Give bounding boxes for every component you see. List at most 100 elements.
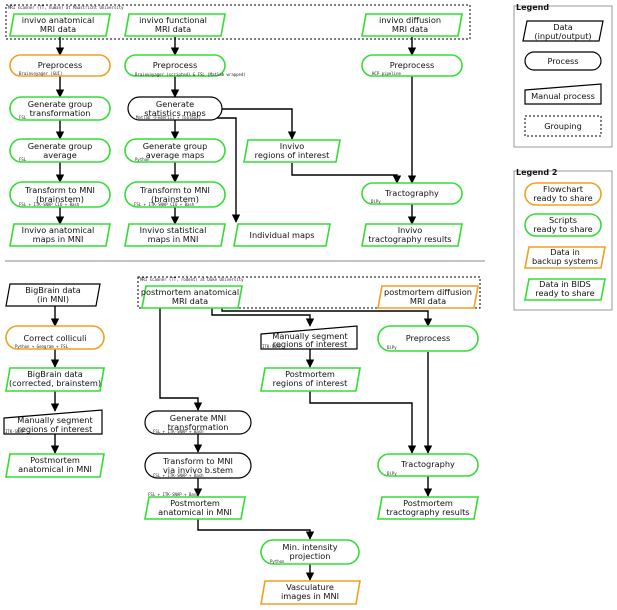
node-label: invivo diffusion bbox=[379, 15, 441, 25]
tool-note: Python + Geogram + FSL bbox=[15, 344, 69, 349]
node-label: MRI data bbox=[155, 24, 191, 34]
node-min-intensity-projection: Min. intensity projection Python bbox=[260, 539, 360, 565]
node-label: Postmortem bbox=[403, 498, 453, 508]
node-label: (brainstem) bbox=[151, 194, 199, 204]
node-label: Correct colliculi bbox=[23, 333, 86, 343]
node-generate-group-average: Generate group average FSL bbox=[9, 138, 111, 163]
legend2-panel: Legend 2 Flowchart ready to share Script… bbox=[513, 168, 613, 311]
node-label: transformation bbox=[30, 108, 91, 118]
legend-grouping-shape: Grouping bbox=[524, 115, 602, 137]
node-label: Invivo bbox=[398, 225, 423, 235]
legend2-bids: Data in BIDS ready to share bbox=[524, 278, 606, 301]
node-correct-colliculi: Correct colliculi Python + Geogram + FSL bbox=[5, 325, 105, 350]
node-label: Transform to MNI bbox=[139, 185, 210, 195]
grouping-note-postmortem: MRI scanner (7T, rodent) at Duke Univers… bbox=[140, 277, 244, 282]
node-invivo-diffusion-data: invivo diffusion MRI data bbox=[361, 13, 463, 37]
tool-note: Python bbox=[135, 157, 150, 162]
node-label: Generate group bbox=[28, 99, 93, 109]
node-label: average bbox=[43, 150, 77, 160]
node-label: Preprocess bbox=[153, 60, 197, 70]
legend-label: ready to share bbox=[535, 288, 594, 298]
tool-note: FSL + ITK-SNAP CIO + Bash bbox=[134, 202, 195, 207]
legend-label: Process bbox=[547, 56, 578, 66]
node-label: invivo functional bbox=[139, 15, 207, 25]
node-label: Invivo statistical bbox=[140, 225, 207, 235]
node-preprocess-diffusion: Preprocess HCP pipeline bbox=[361, 54, 463, 77]
edge bbox=[309, 391, 417, 454]
node-invivo-regions-of-interest: Invivo regions of interest bbox=[243, 139, 341, 163]
node-label: tractography results bbox=[368, 234, 451, 244]
edge bbox=[291, 163, 402, 184]
node-label: Postmortem bbox=[285, 369, 335, 379]
tool-note: FSL + ITK-SNAP + Bash bbox=[153, 429, 204, 434]
node-tractography-invivo: Tractography DiPy bbox=[361, 182, 463, 205]
grouping-box-postmortem bbox=[137, 276, 481, 309]
edge bbox=[197, 519, 315, 540]
node-label: average maps bbox=[146, 150, 205, 160]
tool-note: ITK-SNAP bbox=[262, 344, 282, 349]
tool-note: Brainvoyager (GUI) bbox=[19, 71, 62, 76]
grouping-box-invivo bbox=[5, 4, 471, 40]
node-generate-group-transformation: Generate group transformation FSL bbox=[9, 96, 111, 121]
node-tractography-postmortem: Tractography DiPy bbox=[377, 453, 479, 477]
node-postmortem-anatomical-data: postmortem anatomical MRI data bbox=[141, 285, 243, 309]
tool-note: DiPy bbox=[387, 471, 397, 476]
grouping-note-invivo: MRI scanner (7T, human) at Maastricht Un… bbox=[8, 5, 124, 10]
legend-panel: Legend Data (input/output) Process Manua… bbox=[513, 3, 613, 148]
node-label: tractography results bbox=[386, 507, 469, 517]
legend-manual-shape: Manual process bbox=[524, 83, 602, 105]
edges bbox=[50, 37, 433, 581]
edge bbox=[221, 308, 433, 327]
node-label: Generate group bbox=[28, 141, 93, 151]
tool-note: FSL bbox=[19, 115, 27, 120]
node-label: Postmortem bbox=[170, 498, 220, 508]
edge bbox=[211, 308, 315, 327]
legend2-backup: Data in backup systems bbox=[524, 246, 606, 269]
node-invivo-anatomical-maps-mni: Invivo anatomical maps in MNI bbox=[9, 223, 111, 247]
node-invivo-tractography-results: Invivo tractography results bbox=[361, 223, 463, 247]
legend-label: Data bbox=[553, 22, 573, 32]
node-transform-mni-postmortem: Transform to MNI via invivo b.stem FSL +… bbox=[144, 452, 252, 479]
node-label: Transform to MNI bbox=[162, 456, 233, 466]
legend-label: Data in BIDS bbox=[539, 279, 591, 289]
legend-label: ready to share bbox=[533, 193, 592, 203]
node-label: MRI data bbox=[172, 296, 208, 306]
node-label: postmortem diffusion bbox=[384, 287, 472, 297]
legend-process-shape: Process bbox=[524, 51, 602, 71]
node-label: transformation bbox=[168, 422, 229, 432]
node-label: anatomical in MNI bbox=[18, 464, 92, 474]
edge bbox=[222, 108, 297, 140]
legend-label: Flowchart bbox=[543, 184, 584, 194]
legend-label: Manual process bbox=[531, 91, 595, 101]
legend-label: (input/output) bbox=[534, 31, 591, 41]
node-label: regions of interest bbox=[18, 424, 93, 434]
node-generate-statistics-maps: Generate statistics maps Matlab (Federic… bbox=[127, 96, 223, 121]
node-invivo-functional-data: invivo functional MRI data bbox=[124, 13, 226, 37]
node-label: regions of interest bbox=[273, 339, 348, 349]
node-bigbrain-corrected: BigBrain data (corrected, brainstem) bbox=[5, 367, 105, 392]
tool-note: DiPy bbox=[371, 199, 381, 204]
node-label: Transform to MNI bbox=[24, 185, 95, 195]
legend-label: Scripts bbox=[549, 215, 577, 225]
legend-label: ready to share bbox=[533, 224, 592, 234]
node-label: Manually segment bbox=[17, 415, 93, 425]
node-postmortem-regions-of-interest: Postmortem regions of interest bbox=[260, 367, 361, 392]
tool-note: ITK-SNAP bbox=[5, 429, 25, 434]
node-generate-mni-transformation: Generate MNI transformation FSL + ITK-SN… bbox=[144, 410, 252, 435]
node-label: via invivo b.stem bbox=[163, 465, 233, 475]
node-label: Invivo bbox=[280, 141, 305, 151]
node-label: postmortem anatomical bbox=[141, 287, 239, 297]
node-label: MRI data bbox=[410, 296, 446, 306]
node-invivo-anatomical-data: invivo anatomical MRI data bbox=[9, 13, 111, 37]
node-label: projection bbox=[290, 551, 331, 561]
node-label: Postmortem bbox=[30, 455, 80, 465]
node-postmortem-diffusion-data: postmortem diffusion MRI data bbox=[377, 285, 479, 309]
node-label: Min. intensity bbox=[282, 542, 337, 552]
tool-note: HCP pipeline bbox=[372, 71, 401, 76]
node-label: Invivo anatomical bbox=[22, 225, 95, 235]
node-manual-segment-left: Manually segment regions of interest ITK… bbox=[3, 409, 103, 435]
node-label: BigBrain data bbox=[27, 369, 83, 379]
node-label: Generate MNI bbox=[170, 413, 226, 423]
node-label: (brainstem) bbox=[36, 194, 84, 204]
node-label: Generate bbox=[156, 99, 194, 109]
